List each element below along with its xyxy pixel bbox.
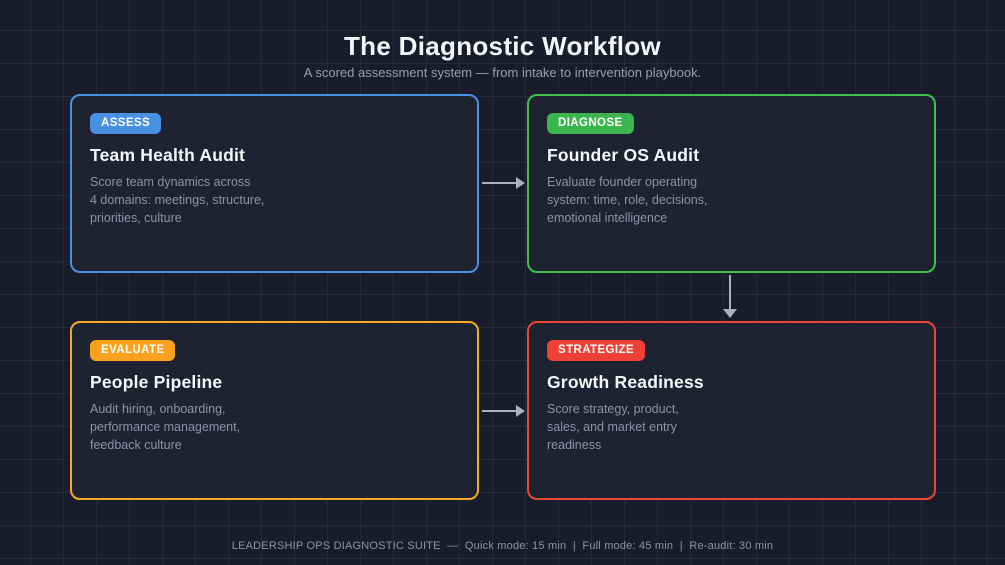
- arrow-head: [516, 405, 525, 417]
- card-evaluate-title: People Pipeline: [90, 372, 223, 392]
- badge-assess: ASSESS: [90, 113, 162, 134]
- card-strategize-description: Score strategy, product, sales, and mark…: [547, 402, 679, 452]
- page-subtitle: A scored assessment system — from intake…: [303, 65, 702, 80]
- card-assess-title: Team Health Audit: [90, 145, 246, 165]
- card-diagnose-description: Evaluate founder operating system: time,…: [547, 175, 708, 225]
- card-evaluate-description: Audit hiring, onboarding, performance ma…: [90, 402, 241, 452]
- arrow-right-icon: [482, 405, 526, 417]
- card-assess: ASSESS Team Health Audit Score team dyna…: [70, 94, 479, 273]
- arrow-shaft: [482, 182, 517, 184]
- footer-text: LEADERSHIP OPS DIAGNOSTIC SUITE — Quick …: [231, 540, 774, 552]
- badge-strategize: STRATEGIZE: [547, 340, 645, 361]
- card-assess-description: Score team dynamics across 4 domains: me…: [90, 175, 265, 225]
- card-strategize-title: Growth Readiness: [547, 372, 704, 392]
- arrow-down-icon: [723, 275, 737, 319]
- arrow-head: [516, 177, 525, 189]
- badge-diagnose: DIAGNOSE: [547, 113, 634, 134]
- arrow-shaft: [729, 275, 731, 310]
- badge-evaluate: EVALUATE: [90, 340, 176, 361]
- arrow-head: [723, 309, 737, 318]
- card-diagnose-title: Founder OS Audit: [547, 145, 700, 165]
- card-evaluate: EVALUATE People Pipeline Audit hiring, o…: [70, 321, 479, 500]
- card-diagnose: DIAGNOSE Founder OS Audit Evaluate found…: [527, 94, 936, 273]
- arrow-shaft: [482, 410, 517, 412]
- arrow-right-icon: [482, 177, 526, 189]
- card-strategize: STRATEGIZE Growth Readiness Score strate…: [527, 321, 936, 500]
- page-title: The Diagnostic Workflow: [344, 31, 661, 61]
